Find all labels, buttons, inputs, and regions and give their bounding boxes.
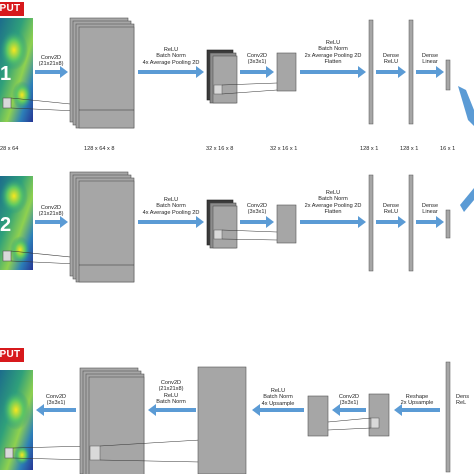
row3-decoder bbox=[0, 361, 451, 474]
row3-arrow-2 bbox=[148, 404, 196, 416]
row2-encoder bbox=[0, 171, 474, 283]
row3-feature-stack bbox=[79, 367, 201, 474]
row2-arrow-3 bbox=[240, 216, 274, 228]
row3-upsampled-map bbox=[197, 366, 247, 474]
row2-index: 2 bbox=[0, 214, 12, 236]
row3-reshaped-map bbox=[327, 393, 390, 437]
row1-arrow-7 bbox=[458, 86, 474, 126]
row1-arrow-3 bbox=[240, 66, 274, 78]
row2-arrow-4 bbox=[300, 216, 366, 228]
row1-pooled-stack bbox=[206, 49, 278, 104]
row1-dense-2 bbox=[408, 19, 414, 125]
row1-index: 1 bbox=[0, 63, 12, 85]
row3-arrow-3 bbox=[252, 404, 304, 416]
output-tag: NPUT bbox=[0, 348, 25, 362]
row1-op3-label: Conv2D(3x3x1) bbox=[246, 53, 268, 66]
row3-small-map bbox=[307, 395, 329, 437]
row3-op4-label: Conv2D(3x3x1) bbox=[338, 394, 360, 407]
row1-arrow-6 bbox=[416, 66, 444, 78]
row1-dim-1: 128 x 64 x 8 bbox=[84, 146, 115, 152]
row2-op1-label: Conv2D(21x21x8) bbox=[38, 205, 64, 218]
row2-arrow-7 bbox=[460, 188, 474, 212]
row2-op3-label: Conv2D(3x3x1) bbox=[246, 203, 268, 216]
row1-arrow-5 bbox=[376, 66, 406, 78]
row2-arrow-1 bbox=[35, 216, 68, 228]
row1-feature-stack bbox=[69, 17, 135, 129]
row1-dim-4: 128 x 1 bbox=[360, 146, 379, 152]
row3-arrow-1 bbox=[36, 404, 76, 416]
row2-dense-3 bbox=[445, 209, 451, 239]
row1-dense-1 bbox=[368, 19, 374, 125]
row1-dim-6: 16 x 1 bbox=[440, 146, 456, 152]
row1-encoder bbox=[0, 17, 474, 129]
row2-arrow-6 bbox=[416, 216, 444, 228]
row1-dim-0: 28 x 64 bbox=[0, 146, 19, 152]
row2-arrow-2 bbox=[138, 216, 204, 228]
row2-single-map bbox=[276, 204, 297, 244]
row3-op1-label: Conv2D(3x3x1) bbox=[45, 394, 67, 407]
row1-arrow-4 bbox=[300, 66, 366, 78]
row1-arrow-1 bbox=[35, 66, 68, 78]
row3-dense-bar bbox=[445, 361, 451, 473]
row1-dense-3 bbox=[445, 59, 451, 91]
row1-arrow-2 bbox=[138, 66, 204, 78]
row3-arrow-5 bbox=[394, 404, 440, 416]
row1-op1-label: Conv2D(21x21x8) bbox=[38, 55, 64, 68]
row1-single-map bbox=[276, 52, 297, 92]
row3-arrow-4 bbox=[332, 404, 366, 416]
row1-dim-3: 32 x 16 x 1 bbox=[270, 146, 298, 152]
row2-feature-stack bbox=[69, 171, 135, 283]
row2-dense-1 bbox=[368, 174, 374, 272]
row2-dense-2 bbox=[408, 174, 414, 272]
row1-dim-5: 128 x 1 bbox=[400, 146, 419, 152]
row2-arrow-5 bbox=[376, 216, 406, 228]
row1-dim-2: 32 x 16 x 8 bbox=[206, 146, 234, 152]
row2-pooled-stack bbox=[206, 199, 278, 249]
input-tag: NPUT bbox=[0, 2, 25, 16]
